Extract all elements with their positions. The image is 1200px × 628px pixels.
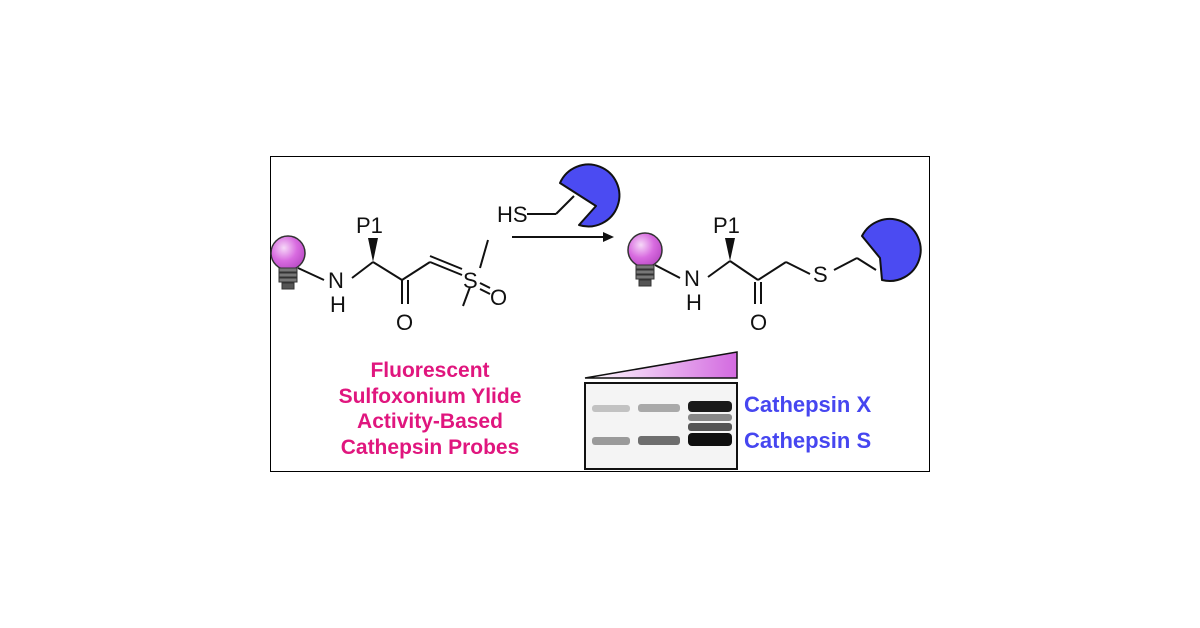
- caption-line: Sulfoxonium Ylide: [338, 384, 522, 408]
- reactant-sulfoxide-o: O: [490, 285, 507, 310]
- gel-band: [688, 433, 732, 446]
- gel-band: [688, 423, 732, 431]
- product-carbonyl-o: O: [750, 310, 767, 335]
- enzyme-pacman-icon: [559, 163, 621, 228]
- gel-band: [688, 414, 732, 421]
- cathepsin-s-label: Cathepsin S: [744, 428, 872, 453]
- gel-band: [592, 405, 630, 412]
- gel-band: [592, 437, 630, 445]
- gel-figure: [584, 351, 738, 470]
- reactant-amine-h: H: [330, 292, 346, 317]
- caption-line: Cathepsin Probes: [340, 435, 520, 459]
- reactant-molecule: P1 N H O S O: [270, 213, 507, 335]
- product-r-group: P1: [713, 213, 740, 238]
- gel-band: [638, 404, 680, 412]
- reactant-carbonyl-o: O: [396, 310, 413, 335]
- gel-band: [638, 436, 680, 445]
- reaction-arrow: [512, 232, 614, 242]
- reagent-thiol-label: HS: [497, 202, 528, 227]
- product-amine-n: N: [684, 266, 700, 291]
- reagent-enzyme: HS: [497, 163, 621, 228]
- enzyme-pacman-icon: [861, 218, 922, 282]
- product-thioether-s: S: [813, 262, 828, 287]
- product-molecule: P1 N H O S: [627, 213, 922, 335]
- probe-caption: Fluorescent Sulfoxonium Ylide Activity-B…: [300, 358, 560, 460]
- caption-line: Fluorescent: [370, 359, 490, 382]
- reactant-r-group: P1: [356, 213, 383, 238]
- cathepsin-x-label: Cathepsin X: [744, 392, 872, 417]
- concentration-wedge-icon: [584, 351, 738, 379]
- caption-line: Activity-Based: [357, 410, 503, 433]
- gel-band: [688, 401, 732, 412]
- fluorophore-bulb-icon: [627, 232, 663, 287]
- reactant-amine-n: N: [328, 268, 344, 293]
- product-amine-h: H: [686, 290, 702, 315]
- fluorophore-bulb-icon: [270, 235, 306, 290]
- reactant-sulfur: S: [463, 268, 478, 293]
